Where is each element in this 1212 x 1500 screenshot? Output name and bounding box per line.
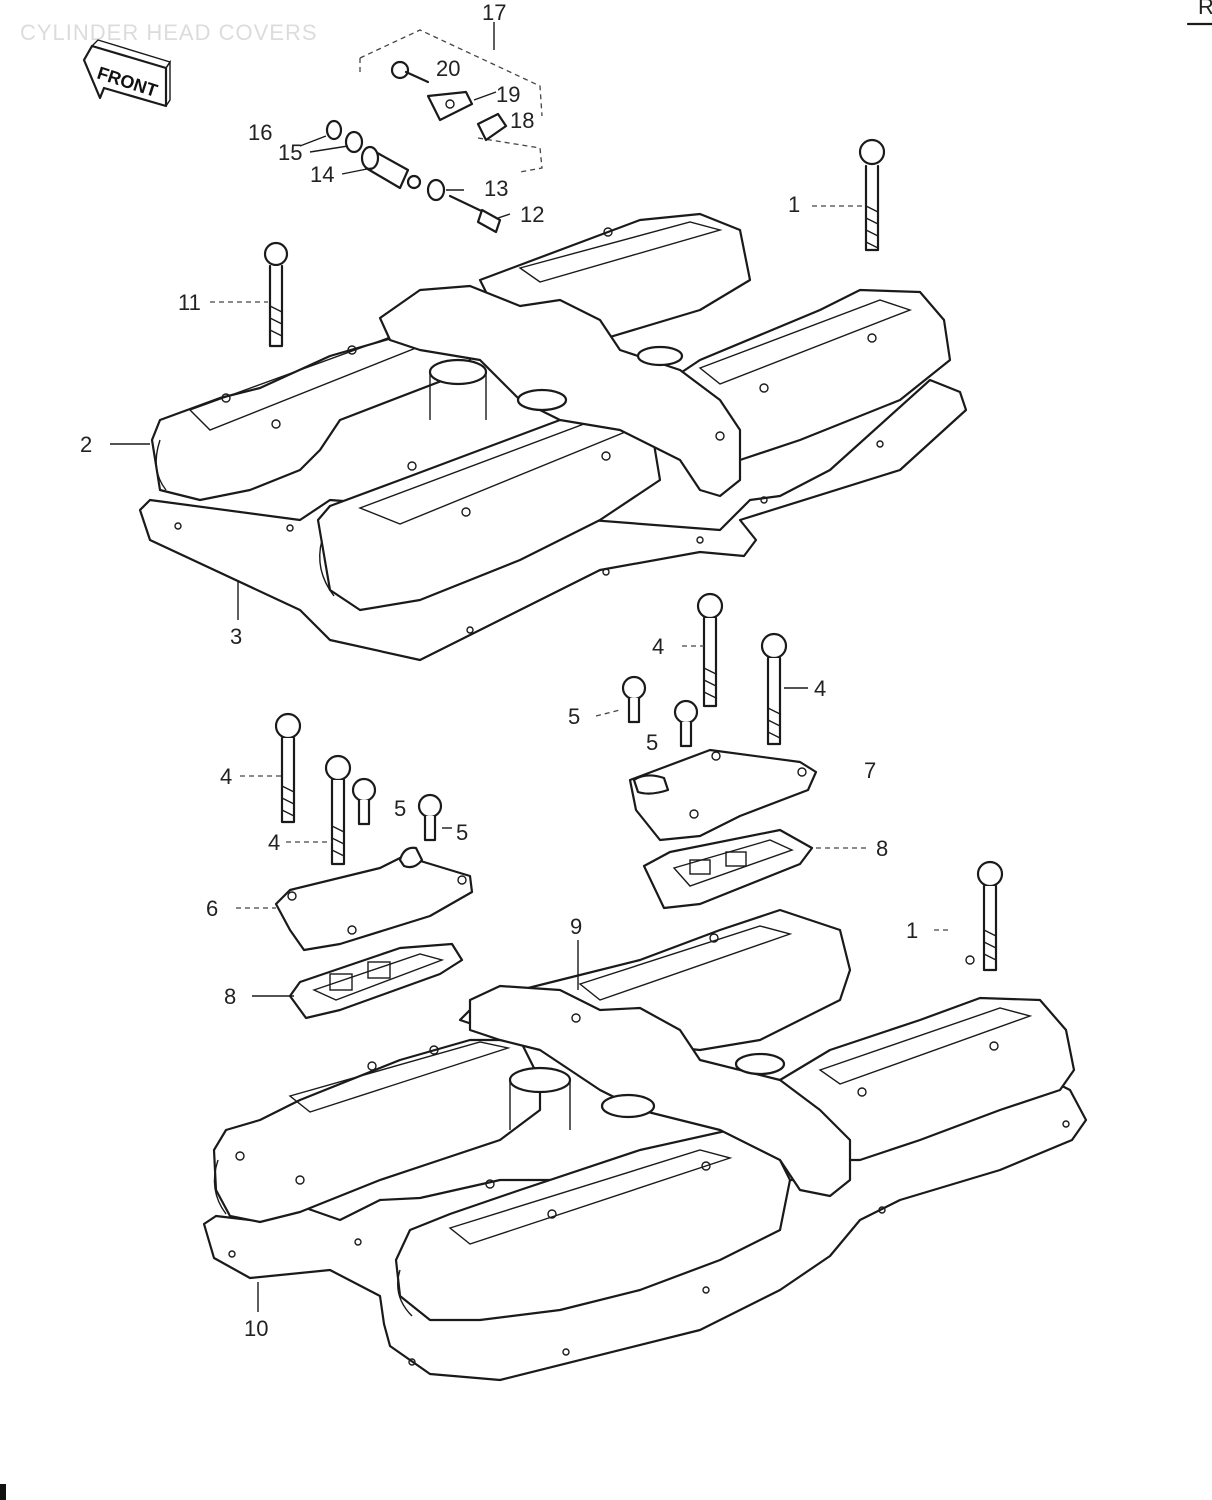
cover-bolt-holes: [174, 227, 884, 634]
washer-15: [344, 130, 364, 154]
plug-hole: [508, 1066, 572, 1094]
breather-cover-7: [628, 748, 818, 842]
leader-lines: [110, 205, 948, 1312]
bolt-11: [263, 241, 289, 348]
plate-8-right: [642, 828, 814, 910]
plug-hole: [516, 388, 568, 412]
callout-19: 19: [496, 82, 520, 107]
callout-8-right: 8: [876, 836, 888, 861]
bolt-1-lower: [976, 860, 1004, 972]
bolts-5-right: [621, 675, 699, 748]
callout-9: 9: [570, 914, 582, 939]
breather-assembly: [299, 22, 543, 234]
callout-7: 7: [864, 758, 876, 783]
plate-19: [426, 90, 474, 122]
page-edge-mark: [0, 1484, 6, 1500]
callout-5-d: 5: [456, 820, 468, 845]
callout-17: 17: [482, 0, 506, 25]
lower-cover-bolt-holes: [228, 933, 1070, 1366]
callout-4-d: 4: [268, 830, 280, 855]
callout-5-b: 5: [646, 730, 658, 755]
bolts-4-right: [696, 592, 788, 746]
plug-hole: [636, 345, 684, 367]
callout-10: 10: [244, 1316, 268, 1341]
callout-8-left: 8: [224, 984, 236, 1009]
front-arrow-icon: FRONT: [82, 39, 172, 108]
callout-12: 12: [520, 202, 544, 227]
lower-head-cover-9: [202, 908, 1088, 1382]
upper-head-cover-2: [138, 212, 968, 662]
callout-1-upper: 1: [788, 192, 800, 217]
callout-13: 13: [484, 176, 508, 201]
callout-11: 11: [178, 290, 201, 315]
callout-16: 16: [248, 120, 272, 145]
callout-4-b: 4: [814, 676, 826, 701]
callout-5-a: 5: [568, 704, 580, 729]
plug-hole: [600, 1093, 656, 1119]
washer-16: [325, 119, 343, 141]
callout-4-a: 4: [652, 634, 664, 659]
pipe-12: [448, 194, 502, 234]
corner-mark: R: [1198, 0, 1212, 19]
callout-15: 15: [278, 140, 302, 165]
callout-20: 20: [436, 56, 460, 81]
callout-14: 14: [310, 162, 334, 187]
callout-4-c: 4: [220, 764, 232, 789]
oring-13: [426, 178, 446, 202]
callout-2: 2: [80, 432, 92, 457]
callout-18: 18: [510, 108, 534, 133]
callout-5-c: 5: [394, 796, 406, 821]
page-title: CYLINDER HEAD COVERS: [20, 20, 318, 45]
bolt-1-upper: [858, 138, 886, 252]
plate-8-left: [288, 942, 464, 1020]
plug-hole: [428, 358, 488, 386]
bolt-20: [390, 60, 430, 84]
gasket-18: [476, 112, 508, 142]
plug-hole: [734, 1052, 786, 1076]
bolts-4-left: [274, 712, 352, 866]
breather-cover-6: [274, 846, 474, 952]
callout-labels: 17 20 19 18 16 15 14 13 12 1 11 2 3 4 4 …: [80, 0, 918, 1341]
callout-1-lower: 1: [906, 918, 918, 943]
callout-6: 6: [206, 896, 218, 921]
callout-3: 3: [230, 624, 242, 649]
bolts-5-left: [351, 777, 443, 842]
breather-body-14: [360, 145, 422, 190]
